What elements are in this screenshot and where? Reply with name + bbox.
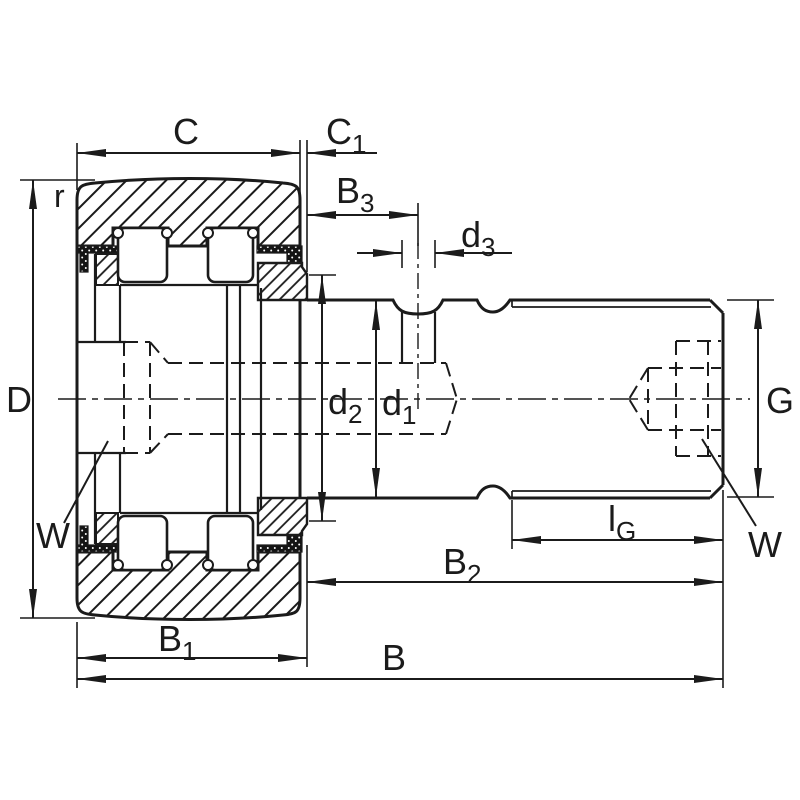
label-r: r — [54, 178, 65, 214]
leader-lines — [63, 438, 757, 527]
duct-end-cone-top — [445, 362, 458, 400]
label-B: B — [382, 637, 406, 678]
label-B2: B2 — [443, 541, 481, 589]
left-cone-top — [149, 341, 169, 364]
right-cone-top — [628, 367, 649, 400]
dimension-lines — [29, 149, 762, 683]
duct-end-cone-bottom — [445, 398, 458, 435]
label-B3: B3 — [336, 170, 374, 218]
label-W-left: W — [36, 515, 70, 556]
stud-outline — [307, 298, 725, 500]
centerlines — [58, 243, 750, 414]
right-cone-bottom — [628, 398, 649, 431]
roller-bottom-1 — [116, 514, 169, 572]
label-C1: C1 — [326, 111, 366, 159]
roller-bottom-2 — [206, 514, 255, 572]
end-chamfer-top — [708, 298, 725, 315]
shaft-bottom-edge — [307, 484, 710, 500]
seal-top-right — [256, 245, 303, 264]
thread-lines — [511, 300, 711, 498]
label-C: C — [173, 111, 199, 152]
dimension-labels: C C1 B3 d3 r D d2 d1 G W lG B2 B1 B W — [6, 111, 794, 678]
hidden-lines — [123, 340, 721, 457]
label-D: D — [6, 379, 32, 420]
roller-top-1 — [116, 226, 169, 284]
left-cone-bottom — [149, 433, 169, 454]
outer-ring-bottom-section — [75, 550, 302, 621]
roller-top-2 — [206, 226, 255, 284]
leader-w-left — [63, 440, 109, 524]
leader-w-right — [701, 438, 757, 527]
end-plate-bottom — [95, 512, 119, 545]
lube-hole — [400, 312, 437, 363]
end-chamfer-bottom — [708, 483, 725, 500]
shaft-top-edge — [307, 298, 710, 316]
end-plate-top — [95, 253, 119, 286]
seal-bottom-right — [256, 534, 303, 553]
label-W-right: W — [748, 524, 782, 565]
label-lG: lG — [608, 498, 636, 546]
collar-bottom-section — [256, 496, 309, 537]
label-d2: d2 — [328, 381, 363, 429]
rolling-elements — [116, 226, 255, 572]
label-d1: d1 — [382, 382, 417, 430]
outer-ring-top-section — [75, 177, 302, 248]
cage-pocket-radii — [112, 227, 259, 571]
label-B1: B1 — [158, 618, 196, 666]
collar-top-section — [256, 261, 309, 302]
label-d3: d3 — [461, 214, 496, 262]
label-G: G — [766, 380, 794, 421]
collar — [256, 261, 309, 537]
